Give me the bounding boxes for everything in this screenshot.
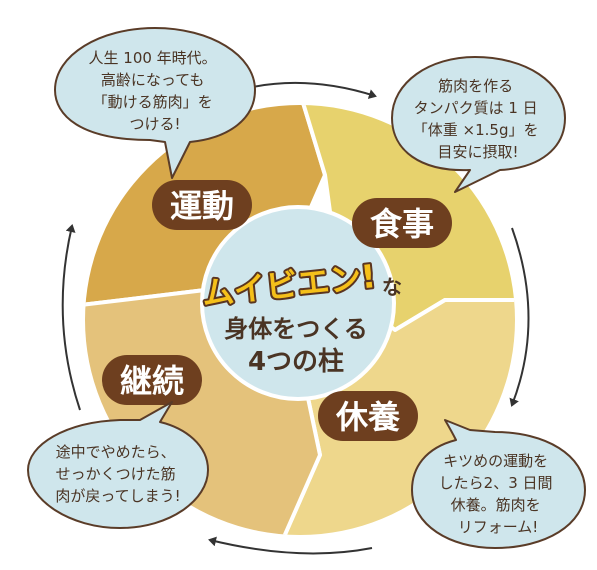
bubble-shokuji-line-2: タンパク質は 1 日 bbox=[414, 99, 538, 117]
svg-text:途中でやめたら、 せっかくつけた筋: 途中でやめたら、 せっかくつけた筋 肉が戻ってしまう! bbox=[55, 443, 180, 505]
center-circle bbox=[200, 205, 396, 401]
label-undou-text: 運動 bbox=[170, 187, 234, 225]
bubble-kyuuyou: キツめの運動を したら2、3 日間 休養。筋肉を リフォーム! bbox=[411, 419, 586, 549]
bubble-kyuuyou-line-2: したら2、3 日間 bbox=[439, 474, 553, 492]
bubble-keizoku-line-2: せっかくつけた筋 bbox=[56, 465, 176, 483]
bubble-undou-line-1: 人生 100 年時代。 bbox=[89, 49, 217, 67]
bubble-undou-line-4: つける! bbox=[129, 115, 180, 133]
bubble-shokuji: 筋肉を作る タンパク質は 1 日 「体重 ×1.5g」を 目安に摂取! bbox=[391, 56, 566, 193]
center-line-2: 4つの柱 bbox=[248, 347, 344, 377]
center-line-1: 身体をつくる bbox=[224, 315, 368, 343]
bubble-shokuji-line-4: 目安に摂取! bbox=[437, 143, 518, 161]
cycle-arrows bbox=[61, 81, 530, 555]
arrow-left bbox=[61, 224, 81, 411]
bubble-kyuuyou-line-1: キツめの運動を bbox=[443, 452, 548, 470]
bubble-shokuji-line-1: 筋肉を作る bbox=[438, 77, 513, 95]
bubble-kyuuyou-line-4: リフォーム! bbox=[458, 518, 539, 536]
label-keizoku-text: 継続 bbox=[120, 362, 184, 400]
label-shokuji: 食事 bbox=[352, 198, 452, 248]
svg-text:筋肉を作る タンパク質は 1 日: 筋肉を作る タンパク質は 1 日 「体重 ×1.5g」を 目安に摂取! bbox=[413, 77, 544, 161]
bubble-undou-line-2: 高齢になっても bbox=[101, 71, 205, 89]
bubble-undou-line-3: 「動ける筋肉」を bbox=[93, 93, 213, 111]
speech-bubbles: 人生 100 年時代。 高齢になっても 「動ける筋肉」を つける! 筋肉を作る … bbox=[27, 27, 586, 549]
bubble-kyuuyou-line-3: 休養。筋肉を bbox=[451, 496, 541, 514]
bubble-keizoku: 途中でやめたら、 せっかくつけた筋 肉が戻ってしまう! bbox=[27, 401, 209, 529]
label-kyuuyou: 休養 bbox=[318, 391, 418, 441]
arrow-bottom bbox=[208, 536, 373, 555]
bubble-shokuji-line-3: 「体重 ×1.5g」を bbox=[413, 121, 539, 139]
label-keizoku: 継続 bbox=[102, 355, 202, 405]
arrow-right bbox=[509, 227, 530, 407]
bubble-undou: 人生 100 年時代。 高齢になっても 「動ける筋肉」を つける! bbox=[54, 27, 256, 179]
pillar-labels: 運動 食事 休養 継続 bbox=[102, 180, 452, 441]
label-shokuji-text: 食事 bbox=[370, 205, 434, 243]
bubble-keizoku-line-3: 肉が戻ってしまう! bbox=[55, 487, 180, 505]
label-kyuuyou-text: 休養 bbox=[335, 398, 400, 436]
svg-text:人生 100 年時代。 高齢になっても: 人生 100 年時代。 高齢になっても 「動ける筋肉」を つける! bbox=[89, 49, 222, 133]
label-undou: 運動 bbox=[152, 180, 252, 230]
bubble-keizoku-line-1: 途中でやめたら、 bbox=[56, 443, 176, 461]
center-title-suffix: な bbox=[382, 275, 402, 299]
svg-text:キツめの運動を したら2、3 日間: キツめの運動を したら2、3 日間 休養。筋肉を リフォーム! bbox=[439, 452, 558, 536]
